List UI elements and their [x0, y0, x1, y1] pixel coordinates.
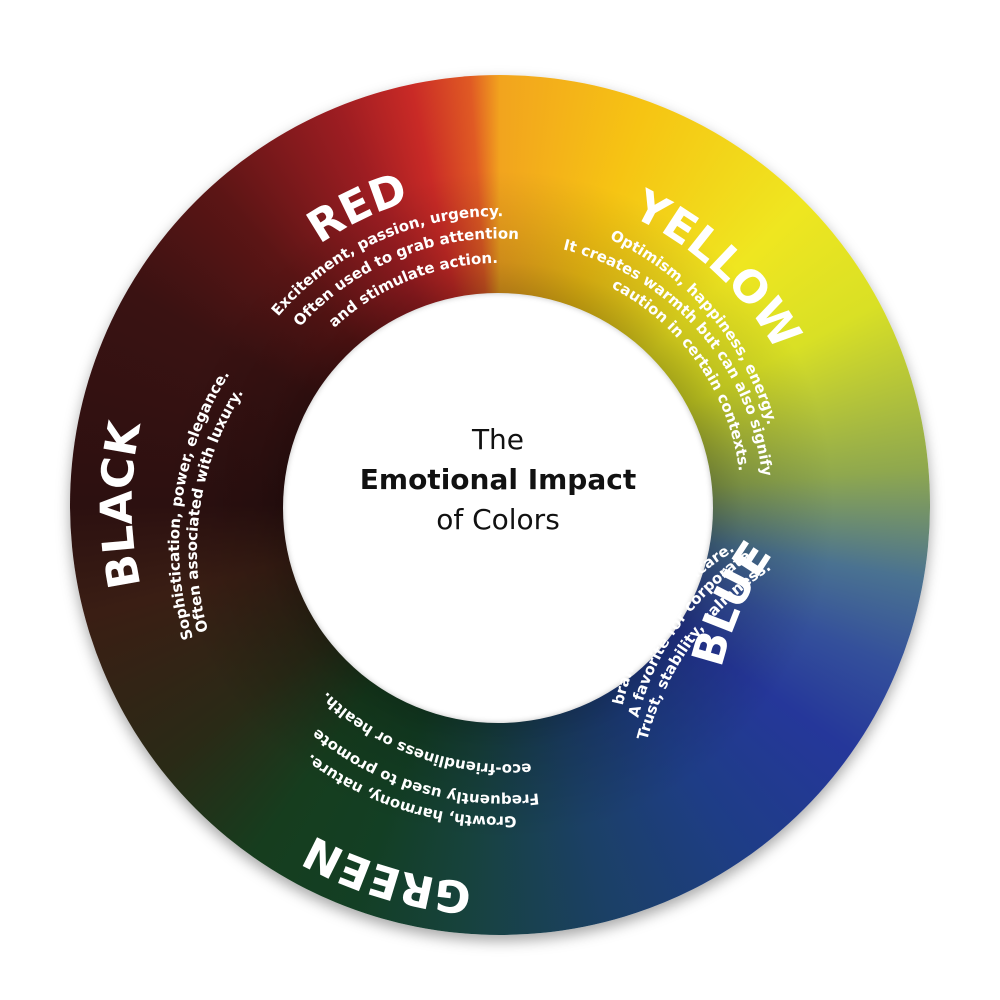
title-line-2: Emotional Impact [359, 463, 637, 496]
segment-title-green: GREEN [296, 826, 474, 923]
center-circle [283, 293, 713, 723]
segment-desc-red-3: and stimulate action. [325, 249, 498, 331]
diagram-title: The Emotional Impact of Colors [283, 420, 713, 540]
title-line-3: of Colors [436, 503, 560, 536]
segment-title-black: BLACK [92, 416, 152, 593]
title-line-1: The [471, 423, 525, 456]
